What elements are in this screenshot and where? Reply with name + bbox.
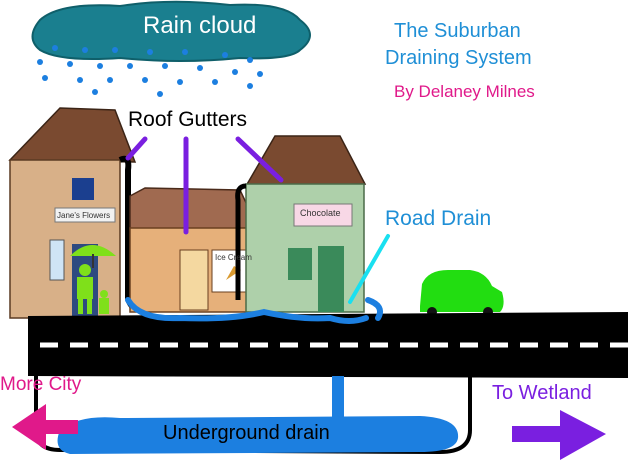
diagram-title-line-1: The Suburban: [394, 20, 521, 42]
flower-shop-window: [72, 178, 94, 200]
roof-gutters-pointers: [125, 136, 284, 235]
to-wetland-label: To Wetland: [492, 382, 592, 404]
chocolate-shop-gutter: [235, 183, 247, 300]
raindrops: [37, 45, 263, 97]
chocolate-shop-door: [318, 246, 344, 312]
to-wetland-arrow: [512, 410, 606, 460]
ice-cream-shop-sign: Ice Cream: [215, 253, 252, 262]
green-car: [420, 270, 504, 317]
rain-cloud: [31, 0, 311, 62]
more-city-label: More City: [0, 374, 82, 395]
diagram-title-line-2: Draining System: [385, 47, 532, 69]
drain-drop-pipe: [332, 376, 344, 424]
chocolate-shop-sign: Chocolate: [300, 208, 341, 218]
underground-drain-label: Underground drain: [163, 422, 330, 444]
road: [28, 312, 628, 378]
author-credit: By Delaney Milnes: [394, 82, 535, 101]
person-with-umbrella: [70, 245, 116, 314]
road-drain-label: Road Drain: [385, 207, 492, 230]
rain-cloud-label: Rain cloud: [143, 12, 257, 39]
surface-runoff: [125, 297, 383, 324]
roof-gutters-label: Roof Gutters: [128, 108, 248, 131]
flower-shop-sign: Jane's Flowers: [57, 211, 111, 220]
road-drain-pointer: [348, 234, 390, 304]
underground-drain-water: [57, 416, 459, 454]
more-city-arrow: [12, 404, 78, 450]
